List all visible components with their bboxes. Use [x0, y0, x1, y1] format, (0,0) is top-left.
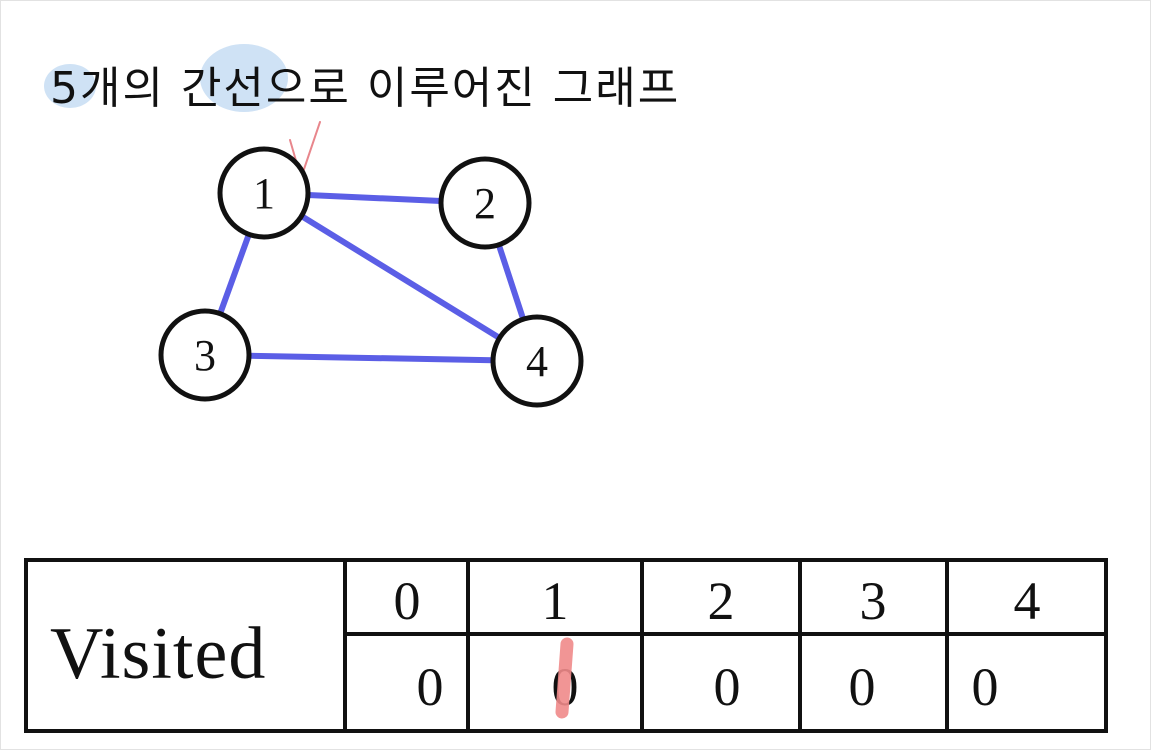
graph-edge-3-4: [246, 352, 496, 364]
graph-node-label: 1: [253, 169, 275, 218]
index-cell-0: 0: [394, 571, 421, 631]
visited-table: Visited 0 1 2 3 4 0 0 0 0 0: [24, 558, 1108, 733]
graph-edge-1-4: [298, 213, 503, 341]
index-cell-2: 2: [708, 571, 735, 631]
visited-marker-stroke: [555, 637, 574, 719]
visited-value-cell-0: 0: [417, 657, 444, 717]
index-cell-4: 4: [1014, 571, 1041, 631]
graph-node-3: 3: [158, 308, 252, 402]
graph-edge-1-2: [305, 192, 444, 204]
graph-node-2: 2: [438, 156, 532, 250]
visited-value-cell-3: 0: [849, 657, 876, 717]
graph-edges: [217, 192, 527, 364]
table-index-cells: 0 1 2 3 4: [394, 571, 1041, 631]
graph-node-circle: [217, 146, 311, 240]
graph-node-circle: [490, 314, 584, 408]
graph-node-label: 3: [194, 331, 216, 380]
graph-edge-1-3: [217, 231, 252, 317]
graph-node-label: 2: [474, 179, 496, 228]
visited-value-cell-2: 0: [714, 657, 741, 717]
graph-node-1: 1: [217, 146, 311, 240]
title-text: 5개의 간선으로 이루어진 그래프: [50, 63, 680, 114]
graph-node-circle: [438, 156, 532, 250]
index-cell-3: 3: [860, 571, 887, 631]
graph-node-label: 4: [526, 337, 548, 386]
graph-node-4: 4: [490, 314, 584, 408]
title-highlight-start: [44, 64, 96, 108]
index-cell-1: 1: [542, 571, 569, 631]
graph-edge-2-4: [495, 241, 527, 323]
graph-node-circle: [158, 308, 252, 402]
title-group: 5개의 간선으로 이루어진 그래프: [44, 44, 680, 179]
table-border: [24, 558, 1108, 733]
visited-value-cell-4: 0: [972, 657, 999, 717]
title-highlight: [200, 44, 288, 112]
graph-nodes: 1 2 3 4: [158, 146, 584, 408]
row-header-visited: Visited: [50, 613, 266, 695]
